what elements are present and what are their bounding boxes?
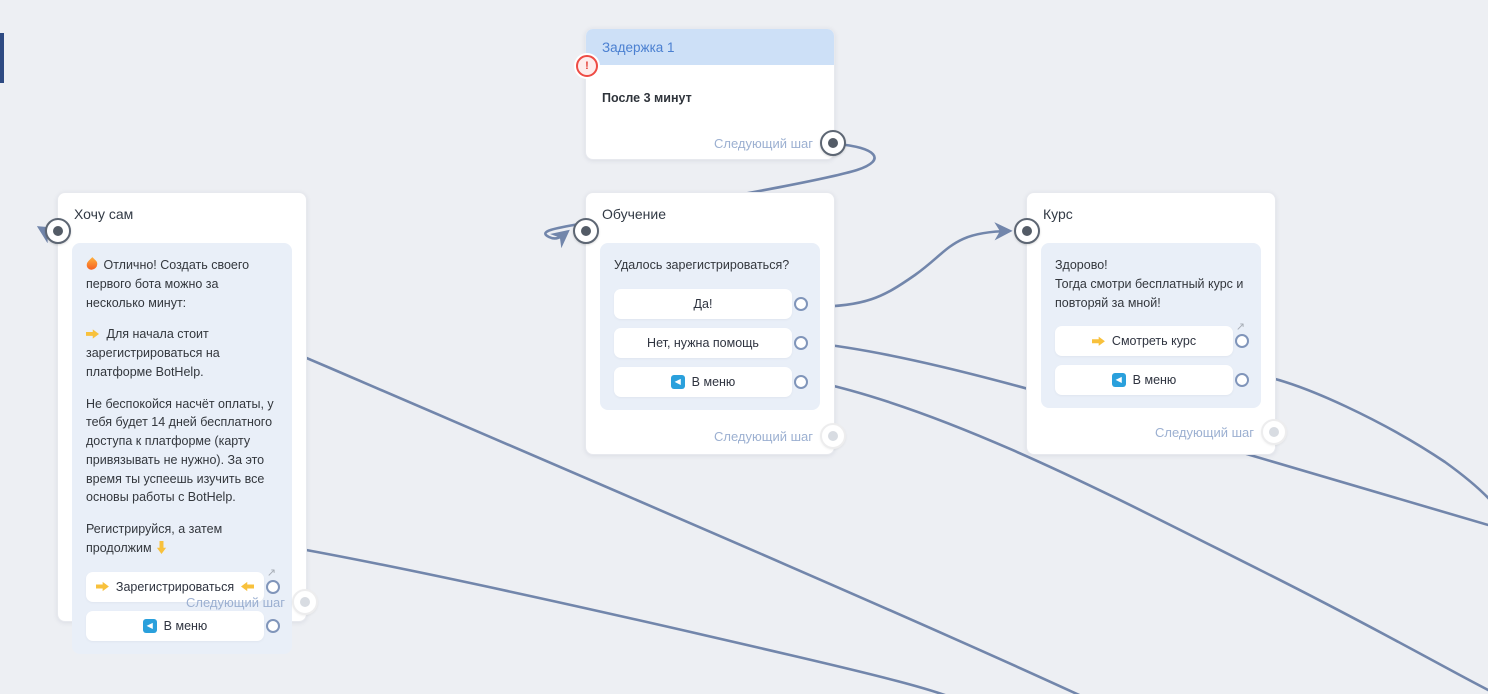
node-course-title: Курс xyxy=(1043,206,1073,222)
message-paragraph: Регистрируйся, а затем продолжим xyxy=(86,522,223,555)
button-to-menu[interactable]: ◀ В меню xyxy=(614,366,808,397)
button-to-menu[interactable]: ◀ В меню xyxy=(86,610,280,641)
output-port[interactable] xyxy=(292,589,318,615)
button-watch-course-label: Смотреть курс xyxy=(1111,334,1197,349)
point-down-emoji xyxy=(156,541,167,554)
message-paragraph: Для начала стоит зарегистрироваться на п… xyxy=(86,327,220,379)
button-to-menu-port[interactable] xyxy=(266,618,280,633)
button-watch-course-port[interactable] xyxy=(1235,334,1249,349)
button-need-help-port[interactable] xyxy=(794,335,808,350)
node-want-self-title: Хочу сам xyxy=(74,206,134,222)
node-delay[interactable]: Задержка 1 ! После 3 минут Следующий шаг xyxy=(576,28,846,160)
button-to-menu-label: В меню xyxy=(691,374,736,389)
button-watch-course[interactable]: Смотреть курс ↗ xyxy=(1055,322,1249,357)
next-step-label: Следующий шаг xyxy=(714,428,813,444)
message-paragraph: Не беспокойся насчёт оплаты, у тебя буде… xyxy=(86,396,274,505)
side-panel-edge xyxy=(0,33,4,83)
point-right-emoji xyxy=(95,581,109,592)
button-yes[interactable]: Да! xyxy=(614,288,808,319)
button-to-menu-label: В меню xyxy=(1132,373,1177,388)
button-register[interactable]: Зарегистрироваться ↗ xyxy=(86,567,280,602)
button-yes-port[interactable] xyxy=(794,296,808,311)
node-training[interactable]: Обучение Удалось зарегистрироваться? Да!… xyxy=(573,192,846,455)
back-emoji: ◀ xyxy=(1111,373,1126,388)
next-step-label: Следующий шаг xyxy=(186,594,285,610)
output-port[interactable] xyxy=(820,130,846,156)
input-port[interactable] xyxy=(573,218,599,244)
button-need-help[interactable]: Нет, нужна помощь xyxy=(614,327,808,358)
node-delay-body: После 3 минут xyxy=(602,91,692,105)
external-link-icon: ↗ xyxy=(266,566,276,579)
fire-emoji xyxy=(84,257,100,273)
input-port[interactable] xyxy=(1014,218,1040,244)
button-need-help-label: Нет, нужна помощь xyxy=(647,335,759,350)
node-training-title: Обучение xyxy=(602,206,667,222)
button-register-label: Зарегистрироваться xyxy=(115,579,235,594)
edge-want-self-vmenu-to-offscreen[interactable] xyxy=(282,544,958,694)
external-link-icon: ↗ xyxy=(1235,321,1245,334)
output-port[interactable] xyxy=(1261,419,1287,445)
node-delay-title: Задержка 1 xyxy=(602,39,675,55)
edge-training-da-to-course[interactable] xyxy=(810,222,1013,309)
output-port[interactable] xyxy=(820,423,846,449)
input-port[interactable] xyxy=(45,218,71,244)
next-step-row: Следующий шаг xyxy=(714,130,846,156)
back-emoji: ◀ xyxy=(142,618,157,633)
node-course[interactable]: Курс Здорово! Тогда смотри бесплатный ку… xyxy=(1014,192,1287,455)
next-step-row: Следующий шаг xyxy=(714,423,846,449)
next-step-label: Следующий шаг xyxy=(1155,424,1254,440)
point-right-emoji xyxy=(86,329,99,339)
point-right-emoji xyxy=(1091,336,1105,346)
button-to-menu-port[interactable] xyxy=(794,374,808,389)
next-step-row: Следующий шаг xyxy=(1155,419,1287,445)
button-register-port[interactable] xyxy=(266,579,280,594)
button-to-menu[interactable]: ◀ В меню xyxy=(1055,365,1249,396)
edge-training-vmenu-to-offscreen[interactable] xyxy=(810,379,1488,693)
next-step-label: Следующий шаг xyxy=(714,135,813,151)
message-bubble[interactable]: Здорово! Тогда смотри бесплатный курс и … xyxy=(1041,243,1261,409)
error-badge-icon: ! xyxy=(576,55,598,77)
back-emoji: ◀ xyxy=(670,374,685,389)
edge-course-vmenu-to-offscreen[interactable] xyxy=(1249,372,1488,508)
button-yes-label: Да! xyxy=(693,296,713,311)
message-paragraph: Удалось зарегистрироваться? xyxy=(614,258,790,272)
node-delay-header[interactable]: Задержка 1 xyxy=(586,29,834,65)
button-to-menu-label: В меню xyxy=(163,618,208,633)
message-bubble[interactable]: Удалось зарегистрироваться? Да! Нет, нуж… xyxy=(600,243,820,410)
message-paragraph: Здорово! Тогда смотри бесплатный курс и … xyxy=(1055,258,1244,310)
next-step-row: Следующий шаг xyxy=(186,589,318,615)
node-want-self[interactable]: Хочу сам Отлично! Создать своего первого… xyxy=(45,192,318,654)
message-paragraph: Отлично! Создать своего первого бота мож… xyxy=(84,257,250,310)
message-bubble[interactable]: Отлично! Создать своего первого бота мож… xyxy=(72,243,292,654)
button-to-menu-port[interactable] xyxy=(1235,373,1249,388)
